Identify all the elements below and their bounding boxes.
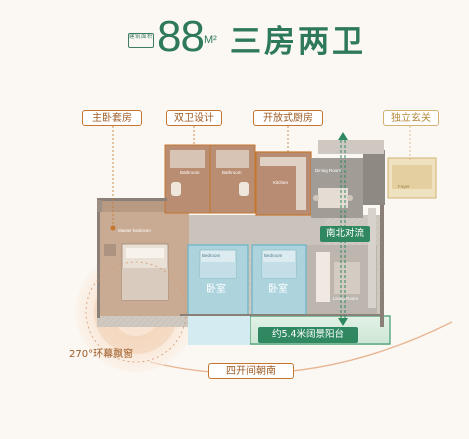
room-label-foyer: Foyer [398, 184, 410, 189]
room-label-bathroom-1: Bathroom [180, 170, 200, 175]
room-label-bedroom-1: 卧室 [206, 284, 226, 295]
callout-double-bathroom: 双卫设计 [166, 110, 222, 126]
window-left [97, 200, 102, 212]
leader-dot [110, 225, 116, 231]
wall-left [97, 198, 100, 318]
south-arc [149, 321, 453, 375]
area-note: 建筑面积 [128, 33, 154, 48]
kitchen-counter-side [296, 166, 306, 210]
room-label-living-room: Living Room [333, 296, 359, 301]
foyer-cabinet [392, 165, 432, 189]
room-label-bedroom-en-1: Bedroom [202, 253, 221, 258]
wall-top [97, 198, 167, 201]
layout-title: 三房两卫 [230, 24, 366, 60]
tag-north-south-ventilation: 南北对流 [320, 226, 370, 242]
dining-table [318, 188, 348, 208]
tag-four-bays-south: 四开间朝南 [208, 363, 294, 379]
area-unit: M² [204, 34, 217, 46]
storage-block [363, 150, 385, 205]
second-bath-toilet [239, 182, 249, 196]
callout-open-kitchen: 开放式厨房 [253, 110, 323, 126]
master-bath-toilet [171, 182, 181, 196]
master-bed-cover [122, 268, 168, 300]
balcony-divider [188, 315, 250, 345]
room-label-dining-room: Dining Room [315, 168, 342, 173]
second-bath-shower [216, 150, 249, 168]
label-bay-window: 270°环幕飘窗 [69, 349, 134, 360]
room-label-bathroom-2: Bathroom [222, 170, 242, 175]
room-label-master-bedroom: Master bedroom [118, 228, 151, 233]
room-label-bedroom-2: 卧室 [268, 284, 288, 295]
living-tv-wall [368, 208, 376, 308]
area-value: 88 [157, 12, 205, 61]
living-sofa [316, 252, 330, 302]
room-label-kitchen: Kitchen [273, 180, 289, 185]
callout-master-suite: 主卧套房 [82, 110, 142, 126]
wall-bottom [180, 314, 382, 316]
airflow-arrow-tail [338, 318, 348, 326]
airflow-arrow-head [338, 132, 348, 140]
room-label-bedroom-en-2: Bedroom [264, 253, 283, 258]
bedroom-2-bed-cover [262, 262, 296, 278]
wall-right [380, 205, 384, 327]
master-bath-tub [170, 150, 205, 168]
master-bed-pillow [126, 248, 164, 258]
north-balcony [318, 140, 384, 154]
bedroom-1-bed-cover [200, 262, 236, 278]
corridor [180, 215, 325, 245]
master-nightstand [104, 244, 116, 256]
dining-chair [347, 195, 353, 201]
dining-chair [313, 195, 319, 201]
living-rug [334, 262, 360, 294]
kitchen-counter [260, 157, 306, 166]
callout-independent-entrance: 独立玄关 [383, 110, 439, 126]
bay-dashed-ring [85, 261, 187, 363]
tag-balcony: 约5.4米阔景阳台 [258, 327, 358, 343]
